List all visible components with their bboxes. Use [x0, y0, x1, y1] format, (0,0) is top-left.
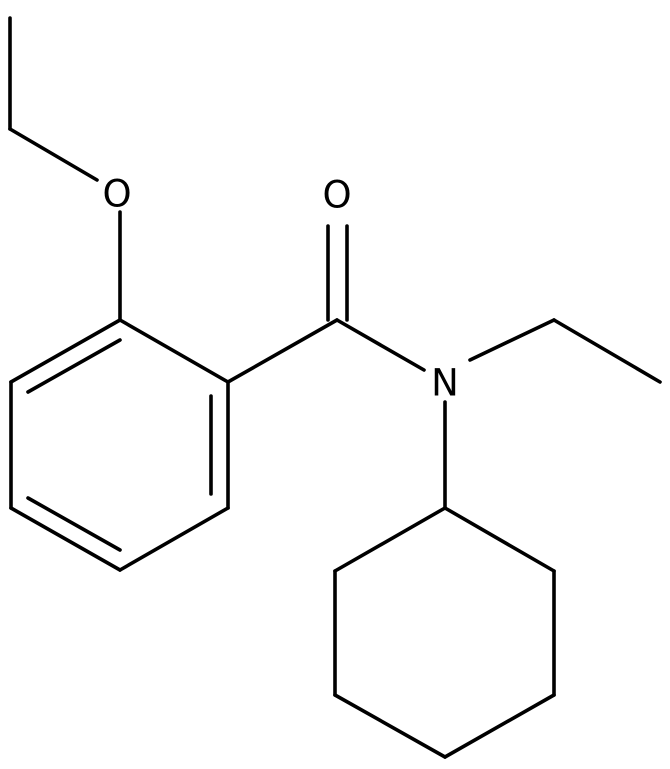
bond-ring-6-1 [9, 318, 122, 384]
atom-label-carbonyl-oxygen: O [322, 174, 351, 217]
bond-cyhex-4-5 [333, 693, 447, 759]
bond-cyhex-1-2 [443, 506, 556, 573]
bond-n-ethyl [468, 318, 556, 362]
bond-carbonyl-n [335, 318, 426, 372]
atom-label-nitrogen: N [431, 362, 459, 405]
atom-label-ether-oxygen: O [102, 173, 131, 216]
bond-cyhex-3-4 [443, 693, 556, 759]
bond-ring-6-1-inner [26, 338, 122, 394]
bond-ring-1-2 [118, 318, 230, 384]
bond-ring-4-5 [9, 506, 122, 572]
bond-ethyl-terminal [552, 318, 662, 384]
bond-ethyl-ch2-o [8, 127, 99, 182]
bond-ring-4-5-inner [26, 496, 122, 552]
bond-cyhex-6-1 [333, 506, 447, 573]
bond-ring-3-4 [118, 506, 230, 572]
bond-ring-carbonyl [226, 318, 339, 384]
